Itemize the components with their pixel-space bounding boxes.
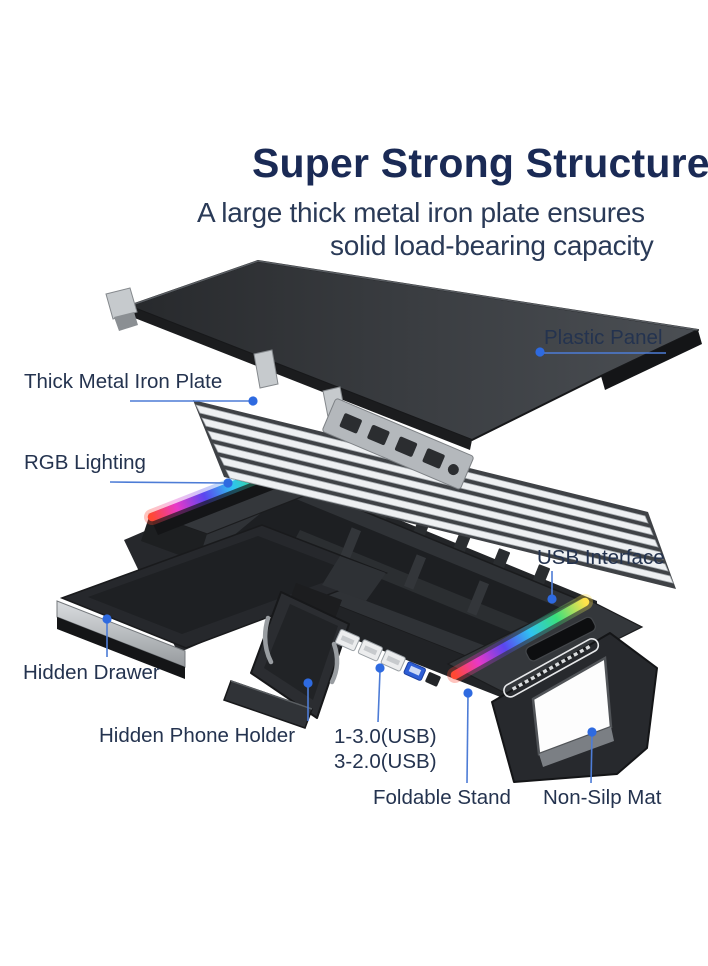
usb-ports-shape — [335, 629, 441, 687]
drawer-end-block — [322, 556, 386, 601]
phone-holder-slot-left — [262, 615, 274, 665]
phone-holder-shape — [223, 583, 350, 729]
stand-leg-shape — [446, 594, 658, 783]
usb-interface-slot — [525, 616, 596, 662]
leader-line-rgb-lighting — [109, 481, 229, 484]
leader-dot-rgb-lighting — [223, 478, 233, 488]
subtitle-line-1: A large thick metal iron plate ensures — [197, 197, 645, 228]
phone-holder-slot-right — [329, 641, 340, 685]
label-usb-2-0: 3-2.0(USB) — [334, 750, 437, 773]
panel-clip-mid — [253, 349, 279, 389]
label-hidden-phone-holder: Hidden Phone Holder — [99, 724, 296, 747]
leader-lines — [106, 352, 666, 784]
plastic-panel-shape — [105, 260, 702, 490]
leader-dots — [102, 347, 597, 737]
panel-lip — [601, 330, 702, 390]
label-thick-metal-iron-plate: Thick Metal Iron Plate — [24, 370, 223, 393]
panel-mount-bracket — [322, 398, 474, 490]
rgb-strip-right — [450, 597, 590, 680]
label-usb-interface: USB Interface — [537, 546, 665, 569]
leader-dot-phone-holder — [303, 678, 313, 688]
label-hidden-drawer: Hidden Drawer — [23, 661, 160, 684]
page-title: Super Strong Structure — [252, 140, 708, 186]
drawer-shape — [56, 524, 389, 679]
leader-line-non-slip-mat — [590, 734, 593, 784]
leader-line-foldable-stand — [466, 694, 469, 784]
label-usb-3-0: 1-3.0(USB) — [334, 725, 437, 748]
chassis-center-rail — [293, 530, 540, 641]
leader-dot-foldable-stand — [463, 688, 473, 698]
phone-holder-inner — [264, 604, 338, 700]
leader-dot-plastic-panel — [535, 347, 545, 357]
leader-dot-usb-ports — [375, 663, 385, 673]
leg-brand-strip — [503, 638, 600, 698]
leader-line-usb-ports — [377, 670, 381, 723]
subtitle-line-2: solid load-bearing capacity — [330, 230, 654, 261]
phone-holder-foot-edge — [230, 680, 313, 710]
non-slip-mat-surface — [539, 727, 614, 767]
leader-dot-non-slip-mat — [587, 727, 597, 737]
panel-clip-left — [105, 287, 138, 320]
chassis-inner-ribs — [338, 527, 490, 616]
drawer-tray-recess — [88, 536, 352, 634]
label-plastic-panel: Plastic Panel — [544, 326, 663, 349]
leader-dot-usb-interface — [547, 594, 557, 604]
label-rgb-lighting: RGB Lighting — [24, 451, 146, 474]
drawer-rail-shadow — [57, 617, 185, 679]
leader-dot-hidden-drawer — [102, 614, 112, 624]
label-non-slip-mat: Non-Silp Mat — [543, 786, 662, 809]
panel-front-edge — [127, 306, 472, 450]
leader-dot-iron-plate — [248, 396, 258, 406]
label-foldable-stand: Foldable Stand — [373, 786, 511, 809]
